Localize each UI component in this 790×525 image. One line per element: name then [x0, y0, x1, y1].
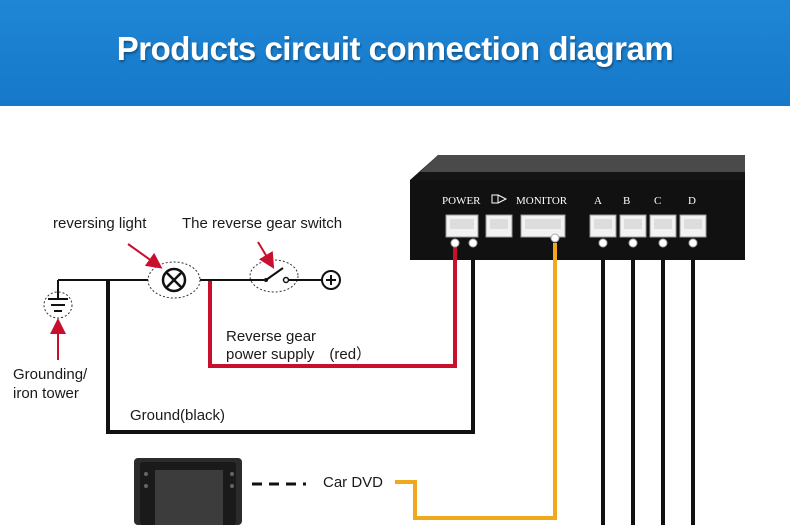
reverse-power-wire: [208, 243, 457, 368]
car-dvd-unit: [134, 458, 242, 525]
reverse-gear-supply-label-line2: power supply (red）: [226, 346, 372, 363]
grounding-label-line2: iron tower: [13, 385, 79, 402]
positive-terminal-icon: [321, 270, 341, 290]
sensor-d-connector: [679, 214, 707, 238]
port-label-monitor: MONITOR: [516, 195, 568, 207]
reverse-gear-switch-icon: [249, 259, 299, 293]
reversing-lamp-icon: [147, 261, 201, 299]
arrow-to-lamp: [127, 243, 163, 269]
power-connector: [445, 214, 479, 238]
car-dvd-label: Car DVD: [323, 474, 384, 491]
title-banner: Products circuit connection diagram: [0, 0, 790, 106]
port-label-power: POWER: [442, 195, 481, 207]
ground-wire: [106, 243, 475, 434]
page-title: Products circuit connection diagram: [116, 30, 674, 67]
monitor-connector: [520, 214, 566, 238]
port-label-a: A: [594, 195, 602, 207]
reverse-gear-switch-label: The reverse gear switch: [182, 215, 343, 232]
grounding-label-line1: Grounding/: [13, 366, 88, 383]
reverse-gear-supply-label-line1: Reverse gear: [226, 328, 317, 345]
wire-tips: [450, 233, 698, 248]
sensor-b-connector: [619, 214, 647, 238]
port-label-d: D: [688, 195, 696, 207]
reversing-light-label: reversing light: [53, 215, 147, 232]
sensor-c-connector: [649, 214, 677, 238]
ground-black-label: Ground(black): [130, 407, 226, 424]
port-label-c: C: [654, 195, 661, 207]
arrow-to-switch: [257, 241, 275, 269]
monitor-video-wire: [395, 243, 557, 520]
port-label-b: B: [623, 195, 630, 207]
buzzer-connector: [485, 214, 513, 238]
buzzer-icon: [491, 194, 508, 204]
sensor-a-connector: [589, 214, 617, 238]
